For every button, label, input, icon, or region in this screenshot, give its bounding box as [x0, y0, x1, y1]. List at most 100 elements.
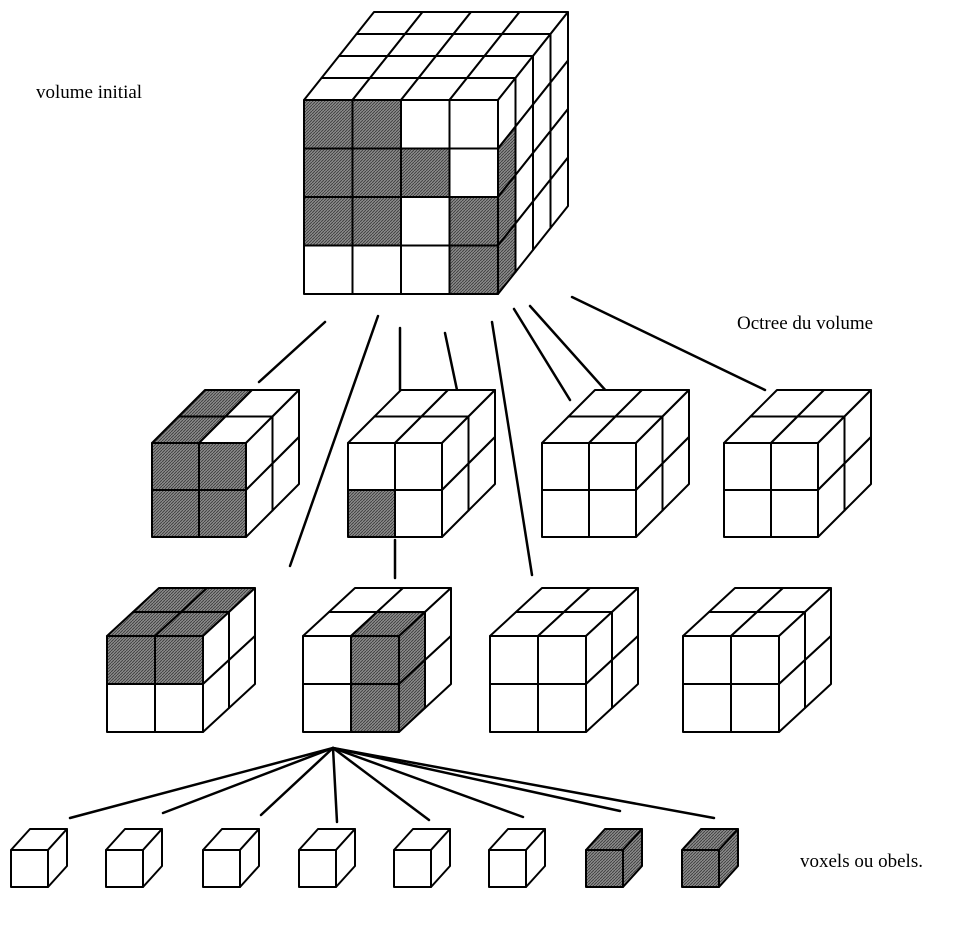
front-cell — [351, 244, 402, 295]
front-cell — [10, 849, 49, 888]
front-cell — [106, 635, 156, 685]
front-cell — [448, 244, 499, 295]
voxel-2 — [105, 828, 163, 888]
front-cell — [588, 442, 637, 491]
label-initial-volume: volume initial — [36, 82, 143, 103]
voxel-connector-line — [331, 746, 716, 820]
octree-cubes — [10, 11, 872, 888]
front-cell — [154, 635, 204, 685]
front-cell — [537, 683, 587, 733]
voxel-connector-line — [161, 746, 335, 815]
front-cell — [303, 196, 354, 247]
voxel-7 — [585, 828, 643, 888]
front-cell — [682, 635, 732, 685]
front-cell — [489, 683, 539, 733]
front-cell — [350, 635, 400, 685]
front-cell — [400, 244, 451, 295]
side-cell — [611, 635, 639, 709]
voxel-connector-line — [68, 746, 335, 820]
front-cell — [681, 849, 720, 888]
connector-line — [443, 331, 459, 392]
front-cell — [448, 196, 499, 247]
front-cell — [448, 99, 499, 150]
front-cell — [303, 244, 354, 295]
voxel-8 — [681, 828, 739, 888]
level1-node-3 — [541, 389, 690, 538]
front-cell — [351, 147, 402, 198]
front-cell — [400, 99, 451, 150]
connector-line — [570, 295, 767, 392]
front-cell — [682, 683, 732, 733]
front-cell — [151, 489, 200, 538]
label-octree: Octree du volume — [737, 313, 874, 334]
level1-node-1 — [151, 389, 300, 538]
front-cell — [489, 635, 539, 685]
level2-node-1 — [106, 587, 256, 733]
voxel-connector-line — [331, 746, 525, 819]
connector-line — [288, 314, 380, 568]
front-cell — [351, 196, 402, 247]
octree-connectors — [68, 295, 767, 824]
voxel-connector-line — [331, 746, 339, 824]
front-cell — [202, 849, 241, 888]
front-cell — [298, 849, 337, 888]
side-cell — [804, 635, 832, 709]
front-cell — [351, 99, 402, 150]
front-cell — [770, 489, 819, 538]
side-cell — [549, 156, 569, 229]
front-cell — [393, 849, 432, 888]
root-cube — [303, 11, 569, 295]
side-cell — [424, 635, 452, 709]
front-cell — [723, 489, 772, 538]
front-cell — [106, 683, 156, 733]
voxel-connector-line — [331, 746, 431, 822]
front-cell — [400, 196, 451, 247]
side-cell — [228, 635, 256, 709]
voxel-1 — [10, 828, 68, 888]
voxel-connector-line — [331, 746, 622, 813]
voxel-5 — [393, 828, 451, 888]
front-cell — [303, 99, 354, 150]
side-cell — [661, 436, 690, 512]
front-cell — [730, 635, 780, 685]
level1-node-4 — [723, 389, 872, 538]
front-cell — [198, 489, 247, 538]
label-voxels: voxels ou obels. — [800, 851, 923, 872]
front-cell — [151, 442, 200, 491]
voxel-6 — [488, 828, 546, 888]
front-cell — [394, 442, 443, 491]
front-cell — [723, 442, 772, 491]
front-cell — [541, 442, 590, 491]
level1-node-2 — [347, 389, 496, 538]
front-cell — [105, 849, 144, 888]
front-cell — [347, 442, 396, 491]
front-cell — [154, 683, 204, 733]
side-cell — [467, 436, 496, 512]
connector-line — [528, 304, 609, 394]
side-cell — [271, 436, 300, 512]
front-cell — [588, 489, 637, 538]
voxel-4 — [298, 828, 356, 888]
side-cell — [843, 436, 872, 512]
front-cell — [585, 849, 624, 888]
voxel-connector-line — [259, 746, 335, 817]
front-cell — [537, 635, 587, 685]
front-cell — [303, 147, 354, 198]
connector-line — [512, 307, 572, 402]
front-cell — [400, 147, 451, 198]
front-cell — [198, 442, 247, 491]
front-cell — [730, 683, 780, 733]
front-cell — [302, 635, 352, 685]
front-cell — [347, 489, 396, 538]
front-cell — [770, 442, 819, 491]
front-cell — [302, 683, 352, 733]
front-cell — [541, 489, 590, 538]
connector-line — [490, 320, 534, 577]
front-cell — [448, 147, 499, 198]
front-cell — [488, 849, 527, 888]
front-cell — [350, 683, 400, 733]
level2-node-2 — [302, 587, 452, 733]
voxel-3 — [202, 828, 260, 888]
level2-node-3 — [489, 587, 639, 733]
